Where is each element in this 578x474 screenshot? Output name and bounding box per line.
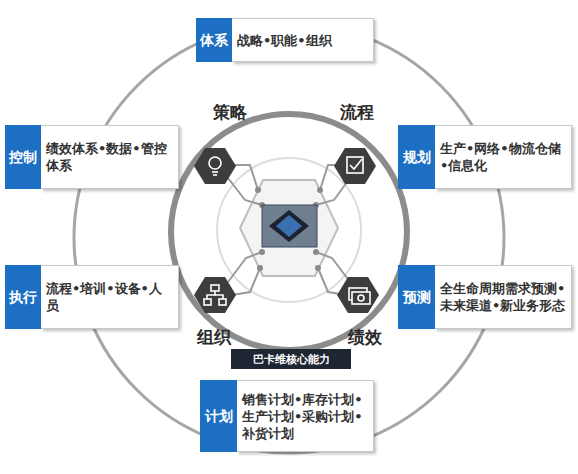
capability-box: 控制绩效体系•数据•管控体系 bbox=[5, 125, 179, 189]
capability-box: 体系战略•职能•组织 bbox=[196, 18, 374, 62]
category-tab: 规划 bbox=[398, 125, 435, 189]
category-body: 生产•网络•物流仓储•信息化 bbox=[435, 125, 572, 189]
category-tab: 计划 bbox=[200, 380, 237, 452]
category-body: 销售计划•库存计划•生产计划•采购计划•补货计划 bbox=[237, 380, 374, 452]
category-tab: 控制 bbox=[5, 125, 41, 189]
capability-box: 预测全生命周期需求预测•未来渠道•新业务形态 bbox=[398, 265, 572, 329]
category-body: 流程•培训•设备•人员 bbox=[41, 265, 179, 329]
category-body: 战略•职能•组织 bbox=[232, 18, 374, 62]
core-label: 巴卡维核心能力 bbox=[253, 352, 330, 367]
category-body: 绩效体系•数据•管控体系 bbox=[41, 125, 179, 189]
core-label-box: 巴卡维核心能力 bbox=[231, 349, 351, 369]
circuit-lines bbox=[228, 165, 350, 295]
icon-symbols bbox=[204, 157, 370, 305]
capability-box: 执行流程•培训•设备•人员 bbox=[5, 265, 179, 329]
dimension-label: 组织 bbox=[197, 326, 231, 349]
category-tab: 执行 bbox=[5, 265, 41, 329]
category-body: 全生命周期需求预测•未来渠道•新业务形态 bbox=[435, 265, 572, 329]
circuit-dots bbox=[255, 187, 323, 271]
center-chip bbox=[262, 205, 317, 247]
outer-ring bbox=[74, 23, 504, 453]
capability-box: 计划销售计划•库存计划•生产计划•采购计划•补货计划 bbox=[200, 380, 374, 452]
icon-hexagons bbox=[194, 148, 379, 313]
dimension-label: 绩效 bbox=[348, 326, 382, 349]
category-tab: 体系 bbox=[196, 18, 232, 62]
core-ring bbox=[217, 158, 361, 302]
inner-ring bbox=[171, 114, 407, 350]
dimension-label: 策略 bbox=[213, 101, 247, 124]
category-tab: 预测 bbox=[398, 265, 435, 329]
dimension-label: 流程 bbox=[340, 101, 374, 124]
core-hexagon bbox=[240, 180, 338, 276]
capability-box: 规划生产•网络•物流仓储•信息化 bbox=[398, 125, 572, 189]
